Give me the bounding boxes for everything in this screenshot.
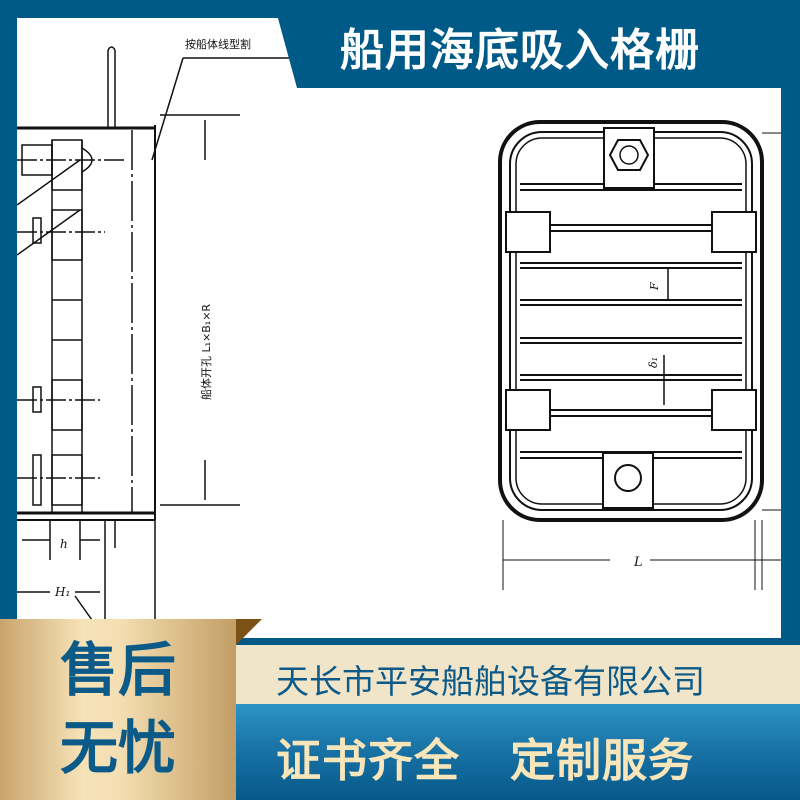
slogan-strip: 证书齐全 定制服务 [236, 704, 800, 800]
product-title: 船用海底吸入格栅 [340, 25, 700, 76]
dimension-delta-label: δ₁ [647, 357, 660, 368]
dimension-H1-label: H₁ [54, 585, 70, 599]
badge-line-1: 售后 [59, 636, 176, 704]
company-strip: 天长市平安船舶设备有限公司 [236, 645, 800, 705]
badge-line-2: 无忧 [59, 714, 176, 782]
slogan-text: 证书齐全 定制服务 [276, 734, 695, 787]
callout-label: 按船体线型割 [185, 37, 251, 51]
dimension-L-label: L [633, 555, 643, 570]
dimension-F-label: F [648, 282, 661, 291]
grate-technical-drawing: 按船体线型割 船体开孔 L₁×B₁×R h H₁ [17, 37, 781, 621]
after-sales-badge: 售后 无忧 [0, 619, 236, 800]
company-name: 天长市平安船舶设备有限公司 [276, 662, 705, 701]
technical-drawing-area: 按船体线型割 船体开孔 L₁×B₁×R h H₁ [17, 18, 781, 638]
dimension-h-label: h [60, 537, 68, 551]
title-banner: 船用海底吸入格栅 [273, 0, 800, 88]
opening-label: 船体开孔 L₁×B₁×R [199, 304, 213, 400]
fold-corner-decoration [236, 619, 262, 645]
